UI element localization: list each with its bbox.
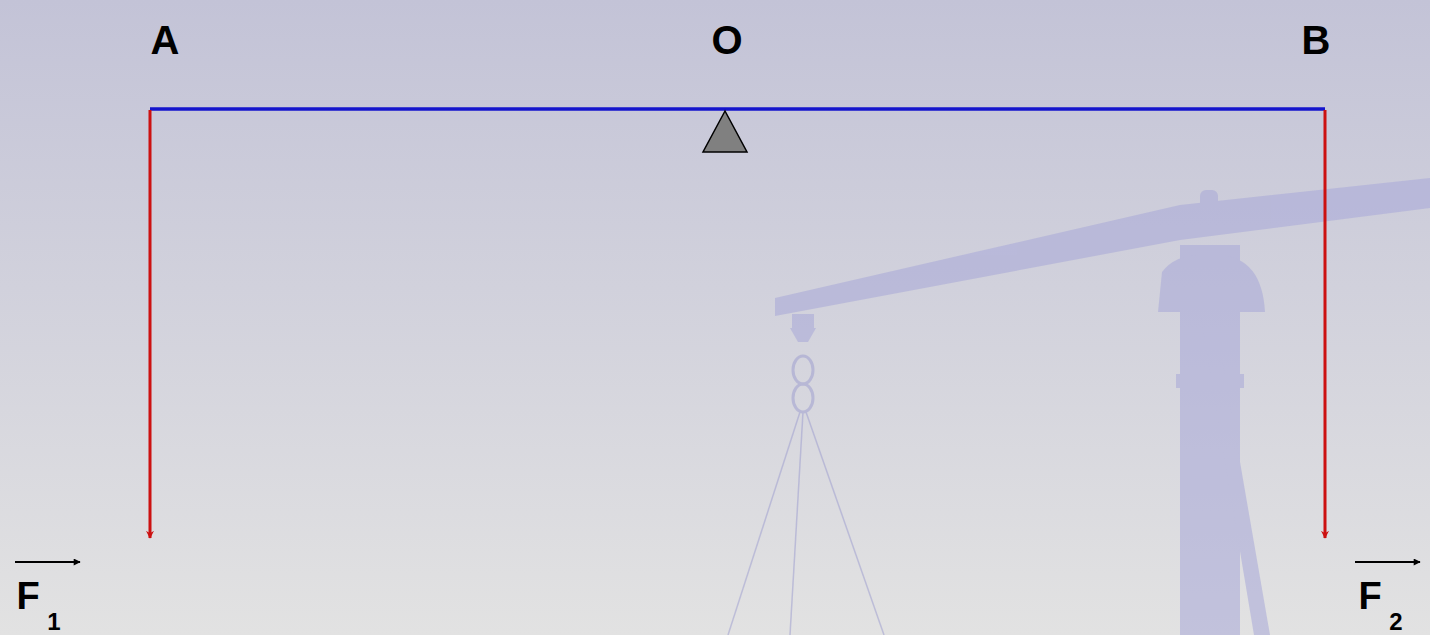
force-label: F [1358, 577, 1381, 615]
point-label: O [711, 20, 742, 60]
force-label: F [16, 577, 39, 615]
vector-arrow [1355, 561, 1420, 563]
force-subscript: 1 [47, 610, 60, 634]
force-arrow [1324, 110, 1327, 538]
vector-arrow [15, 561, 80, 563]
point-label: B [1302, 20, 1331, 60]
lever-bar [150, 107, 1325, 111]
force-arrow [149, 110, 152, 538]
force-subscript: 2 [1389, 610, 1402, 634]
point-label: A [151, 20, 180, 60]
fulcrum [703, 111, 747, 152]
